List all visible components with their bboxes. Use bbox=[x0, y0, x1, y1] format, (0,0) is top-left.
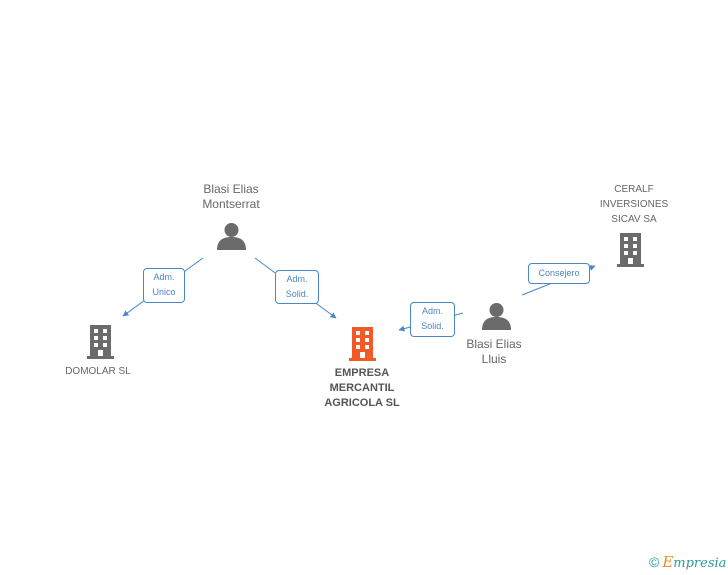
edge-label-adm-solid-lluis[interactable]: Adm. Solid. bbox=[410, 302, 455, 337]
label-line: Montserrat bbox=[202, 197, 260, 211]
label-line: Blasi Elias bbox=[203, 182, 259, 196]
label-line: MERCANTIL bbox=[329, 382, 395, 394]
edge-label-consejero[interactable]: Consejero bbox=[528, 263, 590, 284]
label-line: Solid. bbox=[421, 321, 444, 331]
label-line: DOMOLAR SL bbox=[65, 366, 131, 377]
copyright-symbol: © bbox=[649, 554, 660, 570]
person-icon[interactable] bbox=[217, 222, 246, 250]
label-line: Adm. bbox=[153, 272, 175, 282]
building-icon[interactable] bbox=[85, 325, 116, 359]
building-icon-main[interactable] bbox=[347, 327, 378, 361]
label-line: EMPRESA bbox=[334, 367, 390, 379]
label-line: Lluis bbox=[481, 352, 507, 366]
label-line: SICAV SA bbox=[611, 214, 657, 225]
person-label-lluis: Blasi Elias Lluis bbox=[452, 337, 536, 367]
label-line: Consejero bbox=[538, 268, 580, 278]
person-label-montserrat: Blasi Elias Montserrat bbox=[188, 182, 274, 212]
company-label-empresa: EMPRESA MERCANTIL AGRICOLA SL bbox=[312, 366, 412, 411]
label-line: Adm. bbox=[421, 306, 443, 316]
building-icon[interactable] bbox=[615, 233, 646, 267]
label-line: Unico bbox=[152, 287, 176, 297]
edge-label-adm-solid-montserrat[interactable]: Adm. Solid. bbox=[275, 270, 319, 304]
edge-label-adm-unico[interactable]: Adm. Unico bbox=[143, 268, 185, 303]
company-label-domolar: DOMOLAR SL bbox=[50, 364, 146, 379]
label-line: Solid. bbox=[285, 289, 309, 299]
company-label-ceralf: CERALF INVERSIONES SICAV SA bbox=[580, 182, 688, 227]
brand-logo-initial: E bbox=[662, 553, 674, 571]
label-line: AGRICOLA SL bbox=[324, 397, 400, 409]
label-line: Blasi Elias bbox=[466, 337, 522, 351]
label-line: Adm. bbox=[286, 274, 308, 284]
brand-logo-text: mpresia bbox=[673, 556, 727, 571]
person-icon[interactable] bbox=[482, 302, 511, 330]
label-line: CERALF bbox=[614, 184, 654, 195]
label-line: INVERSIONES bbox=[599, 199, 669, 210]
footer-brand: ©Empresia bbox=[649, 553, 726, 573]
